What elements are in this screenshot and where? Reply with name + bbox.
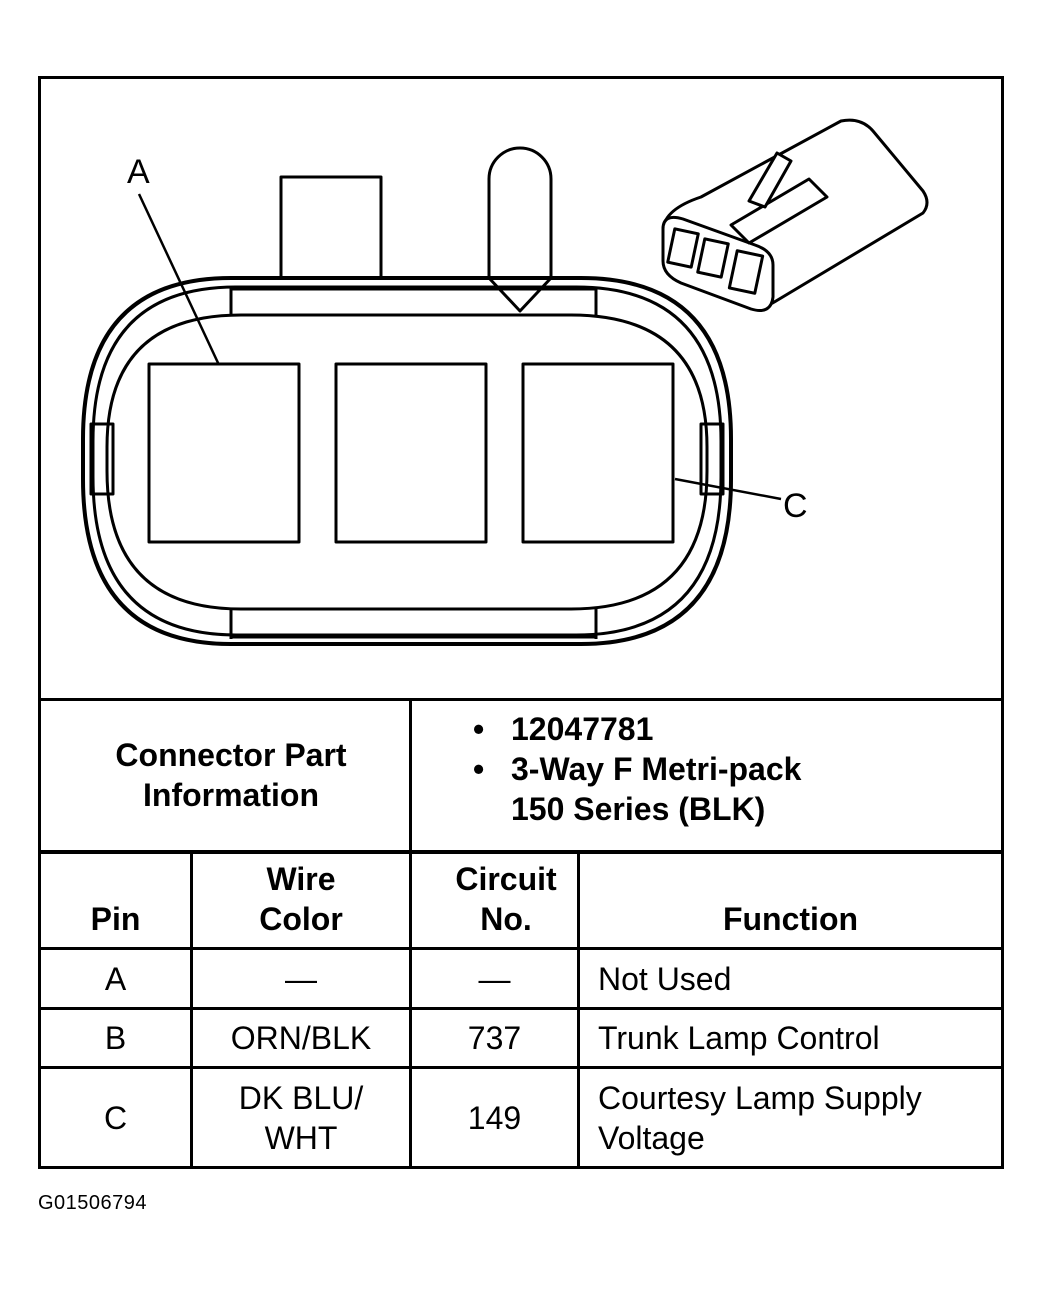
connector-figure-frame: A C Connector Part Information 12047781 … xyxy=(38,76,1004,1169)
right-latch-tab xyxy=(699,422,725,496)
connector-3d-cavity-3 xyxy=(727,249,765,295)
connector-3d-icon xyxy=(661,118,929,312)
header-function: Function xyxy=(722,901,859,937)
header-circuit-no: Circuit No. xyxy=(455,861,557,937)
left-latch-tab xyxy=(89,422,115,496)
row-c-circuit-no: 149 xyxy=(467,1099,522,1136)
info-column-divider xyxy=(409,700,412,852)
row-c-wire-color: DK BLU/ WHT xyxy=(238,1079,364,1156)
connector-face-outline xyxy=(105,313,709,611)
row-a-circuit-no: — xyxy=(478,960,511,997)
round-key xyxy=(487,146,553,278)
info-header-divider xyxy=(41,850,1001,854)
row-c-pin: C xyxy=(103,1099,128,1136)
part-number: 12047781 xyxy=(473,709,1003,749)
diagram-table-divider xyxy=(41,698,1001,701)
header-wire-color: Wire Color xyxy=(259,861,343,937)
connector-3d-cavity-1 xyxy=(666,227,700,269)
row-b-circuit-no: 737 xyxy=(467,1020,522,1056)
connector-info-label: Connector Part Information xyxy=(115,737,347,813)
row-a-function: Not Used xyxy=(598,960,732,997)
row-b-wire-color: ORN/BLK xyxy=(230,1020,372,1056)
row-a-wire-color: — xyxy=(285,960,317,997)
row-b-pin: B xyxy=(104,1020,127,1056)
connector-3d-latch-ramp xyxy=(747,151,793,209)
square-key xyxy=(279,175,383,278)
round-key-notch xyxy=(487,276,553,313)
header-rows-divider xyxy=(41,947,1001,950)
row-b-c-divider xyxy=(41,1066,1001,1069)
row-c-function: Courtesy Lamp Supply Voltage xyxy=(598,1079,922,1156)
wire-column-divider xyxy=(409,852,412,1166)
pin-b-cavity xyxy=(334,362,488,544)
pin-a-cavity xyxy=(147,362,301,544)
header-pin: Pin xyxy=(90,901,141,937)
callout-c-leader xyxy=(674,477,782,501)
connector-body-inner-outline xyxy=(91,285,723,637)
connector-face-diagram: A C xyxy=(81,118,929,646)
connector-3d-cavity-2 xyxy=(696,237,730,279)
part-description: 3-Way F Metri-pack 150 Series (BLK) xyxy=(473,749,851,829)
callout-a-label: A xyxy=(127,153,150,191)
callout-c-label: C xyxy=(783,487,808,525)
figure-id: G01506794 xyxy=(38,1192,148,1214)
callout-a-leader xyxy=(137,193,221,366)
connector-body-outline xyxy=(81,276,733,646)
connector-3d-latch xyxy=(729,177,829,245)
pin-column-divider xyxy=(190,852,193,1166)
row-b-function: Trunk Lamp Control xyxy=(598,1020,880,1056)
row-a-pin: A xyxy=(104,960,127,997)
circuit-column-divider xyxy=(577,852,580,1166)
connector-part-list: 12047781 3-Way F Metri-pack 150 Series (… xyxy=(473,709,1003,829)
row-a-b-divider xyxy=(41,1007,1001,1010)
pin-c-cavity xyxy=(521,362,675,544)
